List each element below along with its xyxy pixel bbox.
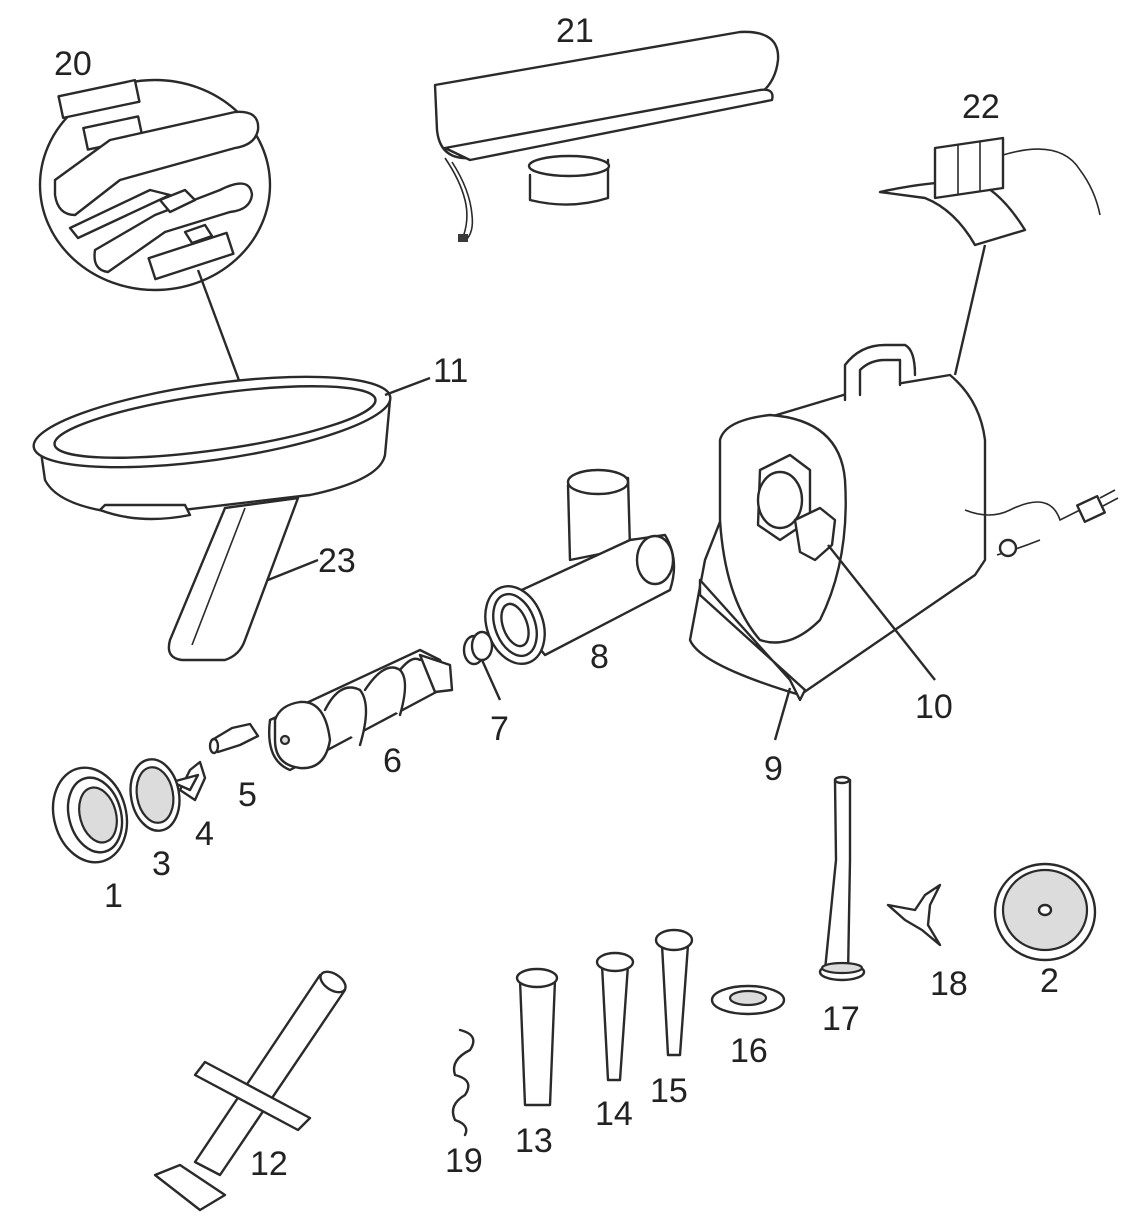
part-12-pusher: [153, 970, 347, 1212]
label-10: 10: [915, 688, 953, 726]
label-18: 18: [930, 965, 968, 1003]
part-7-bushing: [462, 630, 494, 666]
label-20: 20: [54, 45, 92, 83]
label-22: 22: [962, 88, 1000, 126]
part-16-spacer: [710, 984, 786, 1016]
label-7: 7: [490, 710, 509, 748]
part-14-stuffing-tube: [595, 951, 635, 1082]
part-5-pin: [208, 722, 260, 755]
part-18-blade: [886, 883, 942, 947]
part-13-stuffing-tube: [515, 967, 559, 1107]
part-4-small-blade: [170, 760, 207, 802]
label-8: 8: [590, 638, 609, 676]
label-11: 11: [433, 352, 468, 390]
label-23: 23: [318, 542, 356, 580]
part-2-plate: [993, 862, 1097, 962]
label-2: 2: [1040, 962, 1059, 1000]
label-17: 17: [822, 1000, 860, 1038]
label-19: 19: [445, 1142, 483, 1180]
part-23-tray-support: [167, 496, 300, 662]
label-15: 15: [650, 1072, 688, 1110]
label-3: 3: [152, 845, 171, 883]
leader-22-9: [953, 244, 987, 376]
part-1-ring-nut: [51, 766, 129, 864]
leader-7: [480, 659, 502, 701]
part-21-cover: [433, 30, 780, 242]
part-3-small-plate: [129, 758, 181, 832]
label-21: 21: [556, 12, 594, 50]
part-22-switch-cover: [878, 136, 1101, 247]
part-15-stuffing-tube: [654, 928, 694, 1057]
label-6: 6: [383, 742, 402, 780]
part-6-auger: [268, 648, 454, 772]
label-5: 5: [238, 776, 257, 814]
part-19-small-auger: [451, 1028, 475, 1137]
label-16: 16: [730, 1032, 768, 1070]
part-9-motor-body: [688, 343, 1119, 702]
part-20-accessory-set: [38, 78, 272, 292]
label-4: 4: [195, 815, 214, 853]
label-14: 14: [595, 1095, 633, 1133]
part-8-head: [484, 468, 676, 665]
leader-23: [267, 558, 319, 582]
part-17-stuffing-tube: [818, 775, 866, 982]
label-1: 1: [104, 877, 123, 915]
leader-10: [827, 544, 936, 681]
label-13: 13: [515, 1122, 553, 1160]
part-11-tray: [32, 375, 392, 521]
label-9: 9: [764, 750, 783, 788]
leader-11: [384, 376, 431, 397]
leader-9: [773, 687, 792, 741]
label-12: 12: [250, 1145, 288, 1183]
